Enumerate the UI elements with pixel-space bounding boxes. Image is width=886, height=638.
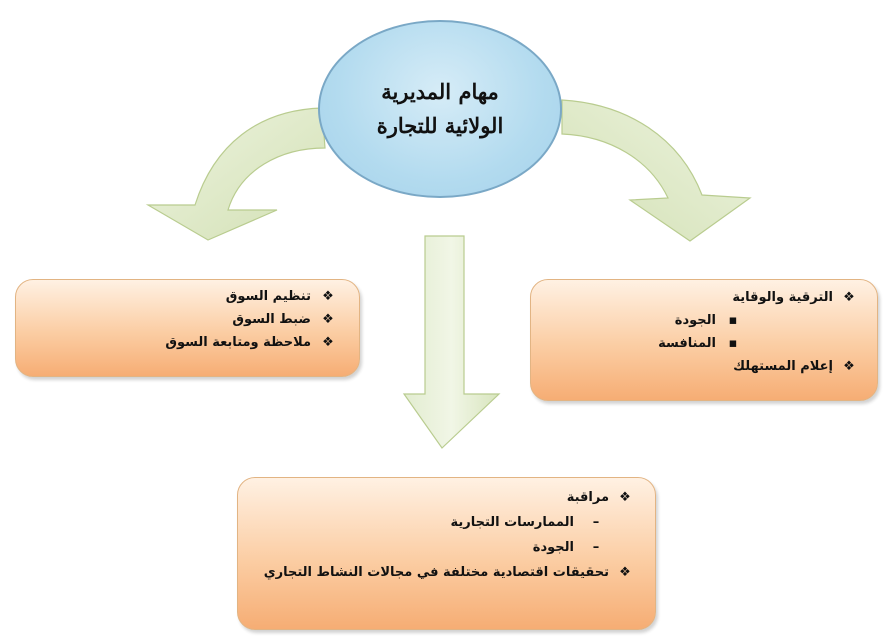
- list-item: – الممارسات التجارية: [238, 510, 655, 535]
- list-item: ❖ مراقبة: [238, 485, 655, 510]
- bullet-diamond-icon: ❖: [619, 565, 631, 580]
- list-item: ▪ المنافسة: [531, 332, 877, 355]
- center-title: مهام المديرية الولائية للتجارة: [350, 75, 530, 143]
- list-item: ▪ الجودة: [531, 309, 877, 332]
- list-item: ❖ ضبط السوق: [16, 308, 359, 331]
- market-regulation-box: ❖ تنظيم السوق ❖ ضبط السوق ❖ ملاحظة ومتاب…: [15, 279, 360, 377]
- list-item-text: الممارسات التجارية: [450, 515, 574, 530]
- list-item-text: تحقيقات اقتصادية مختلفة في مجالات النشاط…: [263, 565, 609, 580]
- market-list: ❖ تنظيم السوق ❖ ضبط السوق ❖ ملاحظة ومتاب…: [16, 280, 359, 354]
- list-item-text: المنافسة: [658, 336, 716, 351]
- list-item: ❖ تنظيم السوق: [16, 285, 359, 308]
- list-item: ❖ ملاحظة ومتابعة السوق: [16, 331, 359, 354]
- list-item-text: إعلام المستهلك: [733, 359, 833, 374]
- list-item: ❖ تحقيقات اقتصادية مختلفة في مجالات النش…: [238, 560, 655, 585]
- list-item-text: تنظيم السوق: [225, 289, 311, 304]
- list-item-text: الجودة: [674, 313, 716, 328]
- bullet-diamond-icon: ❖: [619, 490, 631, 505]
- list-item-text: مراقبة: [566, 490, 609, 505]
- curved-arrow-right: [561, 99, 752, 242]
- center-title-line2: الولائية للتجارة: [376, 113, 504, 138]
- center-title-line1: مهام المديرية: [381, 79, 499, 104]
- list-item: ❖ الترقية والوقاية: [531, 286, 877, 309]
- bullet-diamond-icon: ❖: [843, 290, 855, 305]
- bullet-diamond-icon: ❖: [322, 335, 334, 350]
- list-item-text: الترقية والوقاية: [732, 290, 833, 305]
- list-item-text: ملاحظة ومتابعة السوق: [165, 335, 311, 350]
- promotion-list: ❖ الترقية والوقاية ▪ الجودة ▪ المنافسة ❖…: [531, 280, 877, 378]
- bullet-dash-icon: –: [592, 540, 600, 555]
- list-item-text: الجودة: [532, 540, 574, 555]
- monitoring-list: ❖ مراقبة – الممارسات التجارية – الجودة ❖…: [238, 478, 655, 585]
- bullet-square-icon: ▪: [728, 313, 738, 328]
- down-arrow: [402, 235, 501, 449]
- bullet-diamond-icon: ❖: [843, 359, 855, 374]
- curved-arrow-left: [145, 107, 326, 241]
- list-item: ❖ إعلام المستهلك: [531, 355, 877, 378]
- bullet-diamond-icon: ❖: [322, 289, 334, 304]
- bullet-square-icon: ▪: [728, 336, 738, 351]
- list-item-text: ضبط السوق: [232, 312, 311, 327]
- list-item: – الجودة: [238, 535, 655, 560]
- promotion-prevention-box: ❖ الترقية والوقاية ▪ الجودة ▪ المنافسة ❖…: [530, 279, 878, 401]
- monitoring-box: ❖ مراقبة – الممارسات التجارية – الجودة ❖…: [237, 477, 656, 630]
- bullet-dash-icon: –: [592, 515, 600, 530]
- bullet-diamond-icon: ❖: [322, 312, 334, 327]
- center-ellipse: مهام المديرية الولائية للتجارة: [318, 20, 562, 198]
